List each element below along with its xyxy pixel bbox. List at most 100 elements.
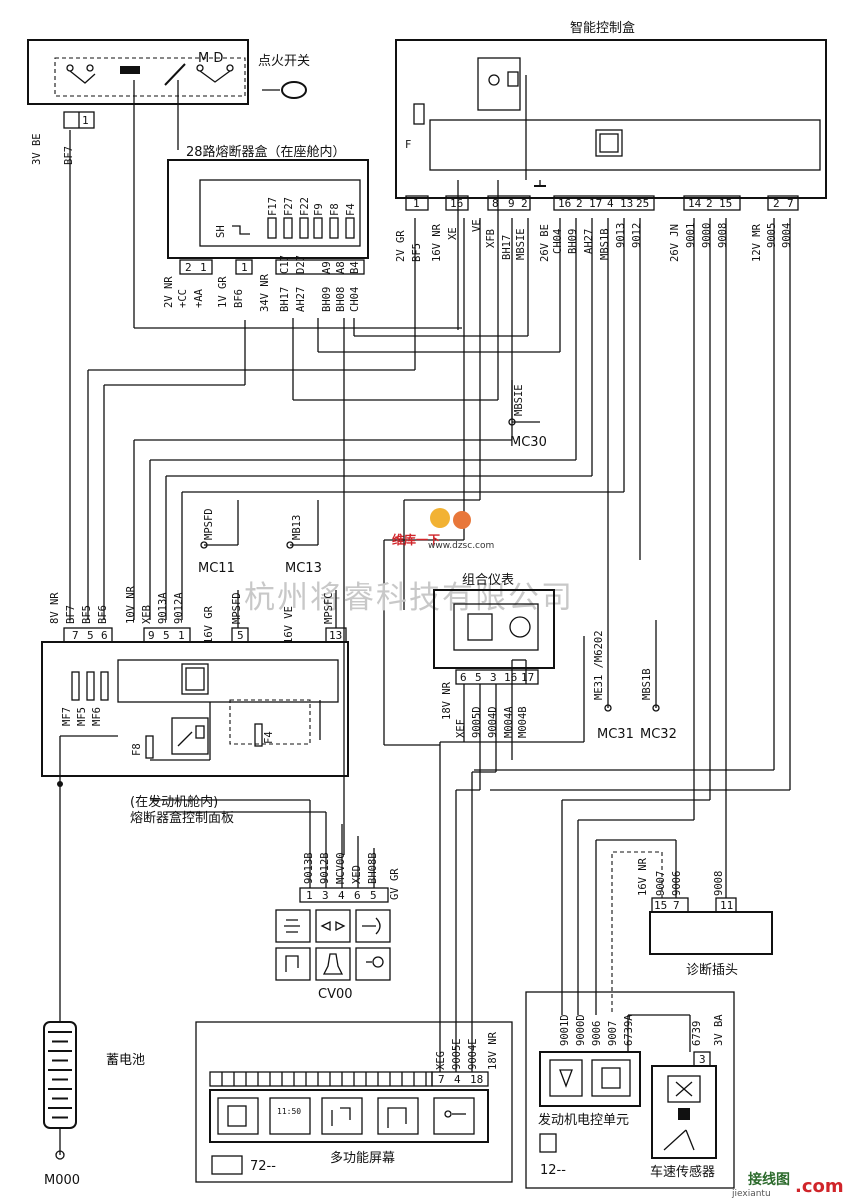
eng-f8: F8: [131, 743, 143, 756]
engine-box-line1: (在发动机舱内): [130, 794, 218, 810]
fuse28-fuse: F17: [267, 197, 279, 216]
smart-pin: 8: [492, 197, 499, 210]
fog-lamp-icon: [355, 909, 391, 943]
engine-fuse-box: MF7 MF5 MF6 F8 F4 (在发动机舱内) 熔断器盒控制面板 7 5 …: [41, 585, 349, 826]
cv-wire: BH08B: [367, 852, 379, 884]
fuse28-title: 28路熔断器盒（在座舱内）: [186, 144, 346, 160]
smart-wire: AH27: [583, 229, 595, 254]
eng-head: 10V NR: [125, 585, 137, 624]
eng-pin: 13: [329, 629, 342, 642]
f28-pin: 2: [185, 261, 192, 274]
smart-pin: 2: [706, 197, 713, 210]
dg-pin: 11: [720, 899, 733, 912]
horn-icon: [315, 947, 351, 981]
cv-wire: 9012B: [319, 852, 331, 884]
cv-wire: XED: [351, 865, 363, 884]
f28-pin: D27: [295, 255, 307, 274]
cv-wire: MCV00: [335, 852, 347, 884]
f28-pin: A9: [321, 261, 333, 274]
fuse-box-28: 28路熔断器盒（在座舱内） SH F17 F27 F22 F9 F8 F4 2 …: [163, 144, 369, 312]
eng-head: 8V NR: [49, 592, 61, 624]
smart-wire: XFB: [485, 229, 497, 248]
eng-head: 16V VE: [283, 606, 295, 644]
multi-screen-label: 多功能屏幕: [330, 1150, 395, 1166]
speed-sensor-label: 车速传感器: [650, 1164, 715, 1180]
ms-pin: 4: [454, 1073, 461, 1086]
smart-head-left: 2V GR: [395, 230, 407, 262]
smart-pin: 14: [688, 197, 702, 210]
ecu-wire: 9001D: [559, 1014, 571, 1046]
multi-function-screen: 7 4 18 XEG 9005E 9004E 18V NR 11:50 72--…: [195, 1021, 513, 1183]
f28-wire: +CC: [177, 289, 189, 308]
turn-signal-icon: [315, 909, 351, 943]
f28-pin: 1: [241, 261, 248, 274]
f28-head: 2V NR: [163, 276, 175, 308]
ecu-code: 12--: [540, 1163, 566, 1178]
smart-pin: 16: [450, 197, 463, 210]
ground-mc11: MPSFD MC11: [198, 500, 239, 576]
ground-mc32: MBS1B MC32: [640, 620, 677, 742]
ignition-switch: M D 点火开关 1 3V BE BF7: [27, 39, 310, 165]
battery-label: 蓄电池: [106, 1053, 145, 1068]
smart-wire: 9013: [615, 223, 627, 248]
smart-wire: 9008: [717, 223, 729, 248]
cl-wire: 9005D: [471, 706, 483, 738]
f28-wire: BH17: [279, 287, 291, 312]
watermark: 杭州将睿科技有限公司: [244, 580, 574, 616]
smart-wire: MBSIE: [515, 228, 527, 260]
ground-mc31: ME31 /M6202 MC31: [593, 560, 634, 742]
smart-wire: 9001: [685, 223, 697, 248]
smart-head: 12V MR: [751, 223, 763, 262]
smart-wire: 9012: [631, 223, 643, 248]
smart-wire: BH17: [501, 235, 513, 260]
dg-pin: 7: [673, 899, 680, 912]
cv-wire: 9013B: [303, 852, 315, 884]
ecu-label: 发动机电控单元: [538, 1112, 629, 1128]
cv-pin: 5: [370, 889, 377, 902]
smart-wire: CH04: [552, 229, 564, 254]
cv-pin: 3: [322, 889, 329, 902]
mc31-wire: ME31 /M6202: [593, 630, 605, 700]
cv-color: GV GR: [389, 868, 401, 900]
clock-display-icon: [269, 1097, 311, 1135]
eng-pin: 9: [148, 629, 155, 642]
eng-wire: BF5: [81, 605, 93, 624]
smart-pin: 2: [521, 197, 528, 210]
f28-wire: BH08: [335, 287, 347, 312]
mc30-wire: MBSIE: [513, 384, 525, 416]
eng-wire: BF6: [97, 605, 109, 624]
logo-text: 维库一下: [392, 532, 440, 547]
smart-fuse-label: F: [405, 139, 411, 151]
smart-pin: 25: [636, 197, 649, 210]
injector-small-icon: [539, 1133, 557, 1153]
cl-head: 18V NR: [441, 681, 453, 720]
ms-head: 18V NR: [487, 1031, 499, 1070]
smart-wire: XE: [447, 227, 459, 240]
f28-pin: B4: [349, 261, 361, 274]
smart-pin: 15: [719, 197, 732, 210]
smart-head: 26V BE: [539, 224, 551, 262]
dzsc-logo: 维库一下 www.dzsc.com: [392, 508, 494, 551]
screen-code: 72--: [250, 1159, 276, 1174]
smart-pin: 16: [558, 197, 571, 210]
mc11-label: MC11: [198, 561, 235, 576]
eng-pin: 5: [163, 629, 170, 642]
fuse28-fuse: F8: [329, 203, 341, 216]
eng-f4: F4: [263, 731, 275, 744]
smart-head: 16V NR: [431, 223, 443, 262]
smart-control-box: 智能控制盒 F: [395, 20, 827, 199]
ecu-group: 9001D 9000D 9006 9007 6739A 发动机电控单元 12--…: [525, 991, 735, 1189]
battery: 蓄电池 M000: [43, 776, 145, 1188]
f28-wire: BH09: [321, 287, 333, 312]
ecu-wire: 6739A: [623, 1014, 635, 1046]
eng-pin: 5: [237, 629, 244, 642]
smart-pin: 9: [508, 197, 515, 210]
smart-wire: 9004: [781, 223, 793, 248]
cl-pin: 6: [460, 671, 467, 684]
dg-wire: 9006: [671, 871, 683, 896]
smart-pin: 2: [773, 197, 780, 210]
ground-mc13: MB13 MC13: [285, 500, 322, 576]
smart-pin: 4: [607, 197, 614, 210]
cv00-switch: 1 3 4 6 5 9013B 9012B MCV00 XED BH08B GV…: [150, 799, 401, 1002]
ms-wire: 9005E: [451, 1038, 463, 1070]
